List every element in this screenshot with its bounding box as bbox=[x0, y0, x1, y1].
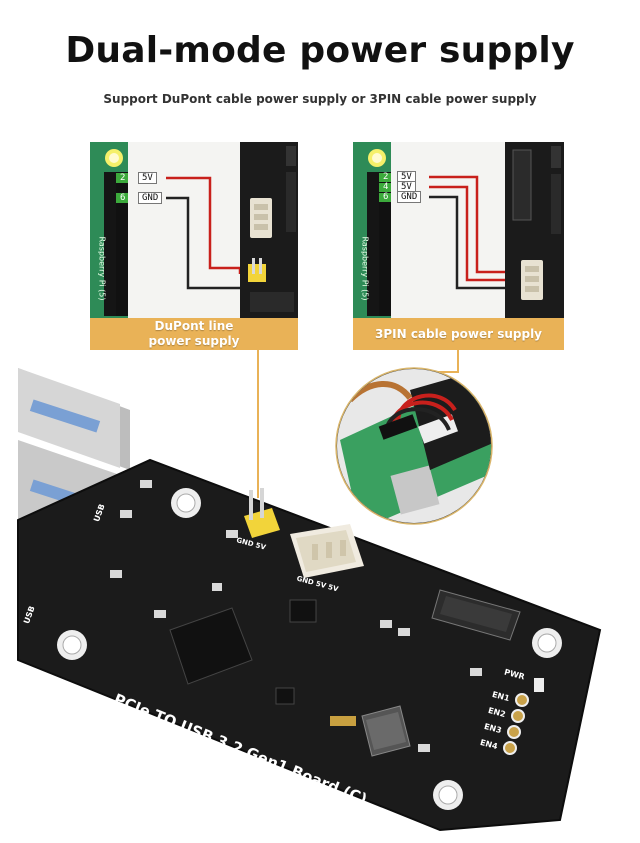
ffc-connector bbox=[431, 589, 521, 641]
usb-label-top: USB bbox=[92, 502, 107, 524]
pin-label-gnd: GND bbox=[397, 191, 422, 203]
pin-number-6: 6 bbox=[383, 192, 389, 202]
pin-number-4: 4 bbox=[383, 182, 389, 192]
dupont-header bbox=[244, 488, 280, 538]
pin-label-5v-1: 5V bbox=[397, 171, 416, 183]
en2-label: EN2 bbox=[487, 705, 507, 720]
dupont-wiring-illustration bbox=[90, 142, 298, 318]
en3-label: EN3 bbox=[483, 721, 503, 736]
pin-label-gnd: GND bbox=[138, 192, 163, 204]
board-name-label: PCIe TO USB 3.2 Gen1 Board (C) bbox=[111, 690, 370, 809]
pin-label-5v: 5V bbox=[138, 172, 157, 184]
pin-number-2: 2 bbox=[120, 173, 126, 183]
3pin-leader-line bbox=[371, 350, 459, 421]
pin-number-6: 6 bbox=[120, 193, 126, 203]
raspberry-pi-label: Raspberry Pi (5) bbox=[360, 236, 370, 301]
pwr-label: PWR bbox=[503, 667, 526, 682]
page-title: Dual-mode power supply bbox=[65, 30, 575, 71]
3pin-caption: 3PIN cable power supply bbox=[353, 318, 564, 350]
en4-label: EN4 bbox=[479, 737, 499, 752]
magnified-inset bbox=[335, 367, 493, 525]
connector-label: GND 5V 5V bbox=[295, 574, 340, 594]
mounting-holes bbox=[57, 488, 562, 810]
gpio-header bbox=[104, 172, 128, 316]
3pin-supply-panel: 2 4 6 5V 5V GND Raspberry Pi (5) 3PIN ca… bbox=[353, 142, 564, 350]
en1-label: EN1 bbox=[491, 689, 511, 704]
usb-label-bottom: USB bbox=[22, 604, 37, 626]
black-wire bbox=[429, 195, 523, 290]
dupont-header bbox=[248, 264, 266, 282]
usb-ports bbox=[18, 368, 130, 640]
inductor bbox=[361, 705, 411, 757]
red-wire-2 bbox=[429, 185, 523, 282]
dupont-supply-panel: 2 6 5V GND Raspberry Pi (5) DuPont line … bbox=[90, 142, 298, 350]
dupont-header-label: GND 5V bbox=[235, 536, 267, 552]
en-pin-header bbox=[503, 678, 544, 755]
ffc-connector bbox=[512, 149, 532, 221]
pin-number-2: 2 bbox=[383, 172, 389, 182]
dupont-caption: DuPont line power supply bbox=[90, 318, 298, 350]
red-wire-1 bbox=[429, 175, 523, 274]
3pin-wiring-illustration bbox=[353, 142, 564, 318]
raspberry-pi-label: Raspberry Pi (5) bbox=[97, 236, 107, 301]
3pin-connector bbox=[290, 524, 364, 578]
page-subtitle: Support DuPont cable power supply or 3PI… bbox=[103, 92, 537, 106]
controller-chip bbox=[169, 607, 253, 685]
